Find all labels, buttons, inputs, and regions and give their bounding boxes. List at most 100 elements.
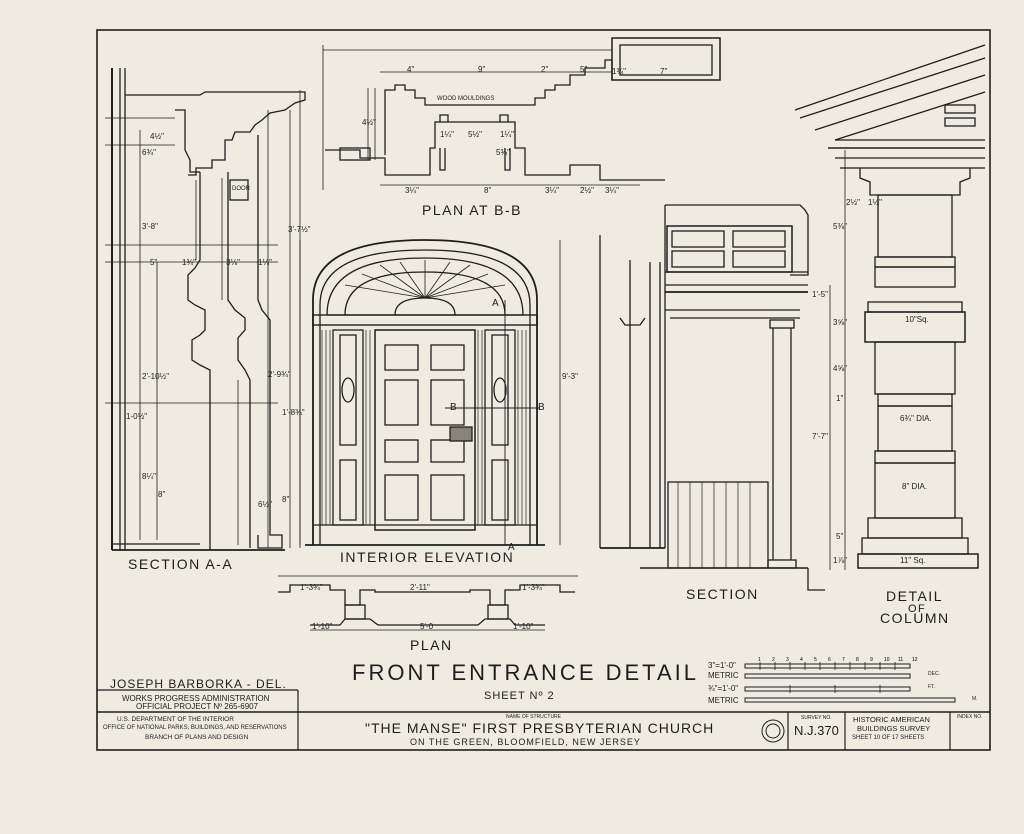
dim-saa-left-1: 3'-8": [142, 222, 158, 231]
note-column-3: 8" DIA.: [902, 482, 928, 491]
dim-section-2: 7'-7": [812, 432, 828, 441]
marker-a-top: A: [492, 298, 499, 309]
plan-title: PLAN: [410, 637, 453, 653]
dim-saa-left-6: 6¾": [142, 148, 156, 157]
scale-tick-label: 9: [870, 657, 873, 663]
dim-plan-bb-top-2: 9": [478, 65, 486, 74]
dim-saa-mid-2: 1¾": [182, 258, 196, 267]
dim-plan-bb-top-5: 1¾": [612, 67, 626, 76]
scale-label-2: METRIC: [708, 671, 739, 680]
dim-plan-2: 2'-11": [410, 583, 430, 592]
dim-saa-left-4: 8¼": [142, 472, 156, 481]
plan-drawing: [278, 575, 578, 631]
scale-unit-2: FT.: [928, 684, 935, 690]
column-detail-title-1: DETAIL: [886, 588, 943, 604]
dim-plan-5: 5'-0: [420, 622, 434, 631]
scale-label-3: ¾"=1'-0": [708, 684, 739, 693]
column-detail-title-3: COLUMN: [880, 610, 950, 626]
dim-saa-mid-4: 1¼": [258, 258, 272, 267]
plan-bb-drawing: [322, 37, 721, 190]
dim-saa-mid-6: 2'-9¾": [268, 370, 291, 379]
sheet-border: [96, 29, 991, 751]
note-door: DOOR: [232, 186, 250, 192]
structure-location: ON THE GREEN, BLOOMFIELD, NEW JERSEY: [410, 737, 641, 747]
dim-plan-bb-bottom-1: 3¼": [405, 186, 419, 195]
dim-section-1: 1'-5": [812, 290, 828, 299]
dim-plan-1: 1'-3¾": [300, 583, 323, 592]
dim-plan-bb-bottom-3: 3¼": [545, 186, 559, 195]
dim-saa-mid-1: 5": [150, 258, 158, 267]
dim-plan-bb-bottom-5: 3¼": [605, 186, 619, 195]
section-title: SECTION: [686, 586, 759, 602]
column-detail-drawing: [794, 44, 986, 570]
scale-tick-label: 4: [800, 657, 803, 663]
dim-column-2: 1½": [868, 198, 882, 207]
dim-plan-bb-inner-4: 4½": [362, 118, 376, 127]
interior-elevation-title: INTERIOR ELEVATION: [340, 549, 515, 565]
scale-tick-label: 6: [828, 657, 831, 663]
dim-column-7: 5": [836, 532, 844, 541]
survey-no-label: SURVEY NO.: [801, 715, 832, 721]
habs-line-1: HISTORIC AMERICAN: [853, 715, 930, 724]
scale-tick-label: 11: [898, 657, 903, 663]
section-drawing: [599, 204, 831, 591]
structure-name: "THE MANSE" FIRST PRESBYTERIAN CHURCH: [365, 720, 715, 736]
plan-bb-title: PLAN AT B-B: [422, 202, 523, 218]
scale-tick-label: 12: [912, 657, 918, 663]
dim-plan-bb-top-1: 4": [407, 65, 415, 74]
note-column-4: 11" Sq.: [900, 556, 926, 565]
habs-line-2: BUILDINGS SURVEY: [857, 724, 931, 733]
note-column-1: 10"Sq.: [905, 315, 929, 324]
works-progress: WORKS PROGRESS ADMINISTRATION: [122, 694, 270, 703]
column-detail-title-2: OF: [908, 603, 927, 615]
dim-saa-left-3: 1-0½": [126, 412, 148, 421]
index-no-label: INDEX NO.: [957, 714, 983, 720]
scale-label-1: 3"=1'-0": [708, 661, 736, 670]
section-aa-title: SECTION A-A: [128, 556, 234, 572]
dim-plan-bb-bottom-4: 2½": [580, 186, 594, 195]
dim-plan-bb-inner-5: 5¾": [496, 148, 510, 157]
delineator: JOSEPH BARBORKA - DEL.: [110, 677, 287, 691]
name-of-structure-label: NAME OF STRUCTURE: [506, 714, 561, 720]
dim-plan-bb-inner-2: 5½": [468, 130, 482, 139]
scale-tick-label: 8: [856, 657, 859, 663]
dim-plan-bb-top-3: 2": [541, 65, 549, 74]
scale-bars: [744, 662, 956, 743]
dim-column-1: 2½": [846, 198, 860, 207]
dim-saa-mid-3: 3⅛": [226, 258, 240, 267]
note-wood-mouldings: WOOD MOULDINGS: [437, 96, 495, 102]
scale-tick-label: 5: [814, 657, 817, 663]
dim-plan-bb-top-6: 7": [660, 67, 668, 76]
sheet-of: SHEET 10 OF 17 SHEETS: [852, 735, 925, 741]
dim-plan-3: 1'-3¾": [522, 583, 545, 592]
marker-a-bottom: A: [508, 542, 515, 553]
dim-plan-4: 1'-10": [312, 622, 333, 631]
dept-line-2: OFFICE OF NATIONAL PARKS, BUILDINGS, AND…: [103, 725, 287, 731]
note-column-2: 6¾" DIA.: [900, 414, 932, 423]
dim-plan-6: 1'-10": [513, 622, 534, 631]
dim-elevation-height: 9'-3": [562, 372, 578, 381]
dim-saa-mid-5: 3'-7½": [288, 225, 311, 234]
dim-column-5: 4⅝": [833, 364, 847, 373]
dim-column-4: 3⅝": [833, 318, 847, 327]
dept-line-3: BRANCH OF PLANS AND DESIGN: [145, 734, 249, 741]
dim-plan-bb-bottom-2: 8": [484, 186, 492, 195]
scale-tick-label: 3: [786, 657, 789, 663]
official-project: OFFICIAL PROJECT Nº 265-6907: [136, 702, 259, 711]
main-title: FRONT ENTRANCE DETAIL: [352, 660, 699, 685]
dim-saa-left-5: 8": [158, 490, 166, 499]
scale-tick-label: 10: [884, 657, 890, 663]
scale-tick-label: 2: [772, 657, 775, 663]
scale-label-4: METRIC: [708, 696, 739, 705]
dim-saa-left-2: 2'-10½": [142, 372, 170, 381]
scale-unit-3: M.: [972, 696, 978, 702]
scale-tick-label: 1: [758, 657, 761, 663]
interior-elevation-drawing: [299, 239, 561, 546]
scale-unit-1: DEC.: [928, 671, 940, 677]
dim-column-8: 1⅞": [833, 556, 847, 565]
dim-saa-left-7: 4½": [150, 132, 164, 141]
dim-plan-bb-top-4: 5": [580, 65, 588, 74]
dim-saa-mid-7: 1'-8¾": [282, 408, 305, 417]
scale-tick-label: 7: [842, 657, 845, 663]
